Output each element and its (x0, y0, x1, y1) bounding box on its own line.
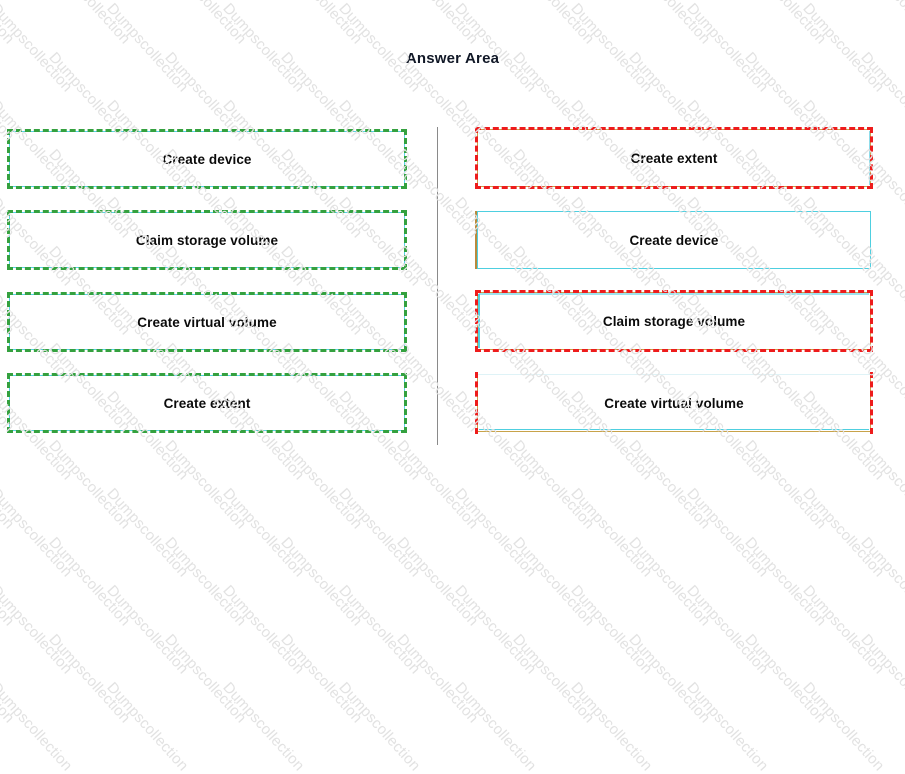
watermark-text: Dumpscollection (45, 630, 134, 726)
box-accent-cyan-left (478, 294, 480, 348)
watermark-text: Dumpscollection (161, 533, 250, 629)
watermark-text: Dumpscollection (393, 533, 482, 629)
watermark-text: Dumpscollection (567, 485, 656, 581)
watermark-text: Dumpscollection (683, 679, 772, 774)
watermark-text: Dumpscollection (335, 485, 424, 581)
watermark-text: Dumpscollection (625, 533, 714, 629)
watermark-text: Dumpscollection (509, 630, 598, 726)
watermark-text: Dumpscollection (799, 485, 888, 581)
option-label: Create extent (630, 150, 718, 166)
watermark-text: Dumpscollection (451, 485, 540, 581)
watermark-text: Dumpscollection (219, 485, 308, 581)
watermark-text: Dumpscollection (277, 630, 366, 726)
watermark-text: Dumpscollection (219, 582, 308, 678)
column-divider (437, 127, 438, 445)
watermark-text: Dumpscollection (335, 582, 424, 678)
box-accent-cyan-top (479, 293, 869, 295)
watermark-text: Dumpscollection (277, 533, 366, 629)
answer-slot-4-create-virtual-volume[interactable]: Create virtual volume (475, 372, 873, 434)
answer-area-page: Answer Area Create device Claim storage … (7, 50, 873, 445)
watermark-text: Dumpscollection (0, 679, 76, 774)
source-option-create-extent[interactable]: Create extent (7, 373, 407, 433)
option-label: Create device (629, 232, 719, 248)
watermark-text: Dumpscollection (451, 679, 540, 774)
watermark-text: Dumpscollection (857, 630, 905, 726)
watermark-text: Dumpscollection (509, 533, 598, 629)
watermark-text: Dumpscollection (451, 582, 540, 678)
watermark-text: Dumpscollection (103, 582, 192, 678)
watermark-text: Dumpscollection (683, 485, 772, 581)
watermark-text: Dumpscollection (0, 485, 76, 581)
box-accent-cyan-bottom (479, 428, 869, 430)
answer-slot-2-create-device[interactable]: Create device (475, 211, 871, 269)
watermark-text: Dumpscollection (741, 630, 830, 726)
watermark-text: Dumpscollection (393, 630, 482, 726)
watermark-text: Dumpscollection (0, 582, 76, 678)
option-label: Create virtual volume (137, 314, 277, 330)
source-option-claim-storage-volume[interactable]: Claim storage volume (7, 210, 407, 270)
watermark-text: Dumpscollection (0, 630, 18, 726)
answer-slot-1-create-extent[interactable]: Create extent (475, 127, 873, 189)
watermark-text: Dumpscollection (625, 630, 714, 726)
watermark-text: Dumpscollection (567, 582, 656, 678)
option-label: Claim storage volume (135, 232, 279, 248)
option-label: Create device (162, 151, 252, 167)
watermark-text: Dumpscollection (219, 679, 308, 774)
answer-slot-3-claim-storage-volume[interactable]: Claim storage volume (475, 290, 873, 352)
watermark-text: Dumpscollection (335, 679, 424, 774)
watermark-text: Dumpscollection (857, 533, 905, 629)
source-option-create-device[interactable]: Create device (7, 129, 407, 189)
watermark-text: Dumpscollection (45, 533, 134, 629)
box-accent-tan-left (475, 211, 477, 269)
option-label: Create extent (163, 395, 251, 411)
box-accent-cyan-right (868, 131, 870, 185)
watermark-text: Dumpscollection (799, 679, 888, 774)
page-title: Answer Area (405, 50, 500, 67)
watermark-text: Dumpscollection (103, 679, 192, 774)
watermark-text: Dumpscollection (103, 485, 192, 581)
watermark-text: Dumpscollection (161, 630, 250, 726)
watermark-text: Dumpscollection (683, 582, 772, 678)
watermark-text: Dumpscollection (741, 533, 830, 629)
watermark-text: Dumpscollection (567, 679, 656, 774)
watermark-text: Dumpscollection (799, 582, 888, 678)
option-label: Create virtual volume (604, 395, 744, 411)
source-option-create-virtual-volume[interactable]: Create virtual volume (7, 292, 407, 352)
option-label: Claim storage volume (602, 313, 746, 329)
watermark-text: Dumpscollection (0, 533, 18, 629)
